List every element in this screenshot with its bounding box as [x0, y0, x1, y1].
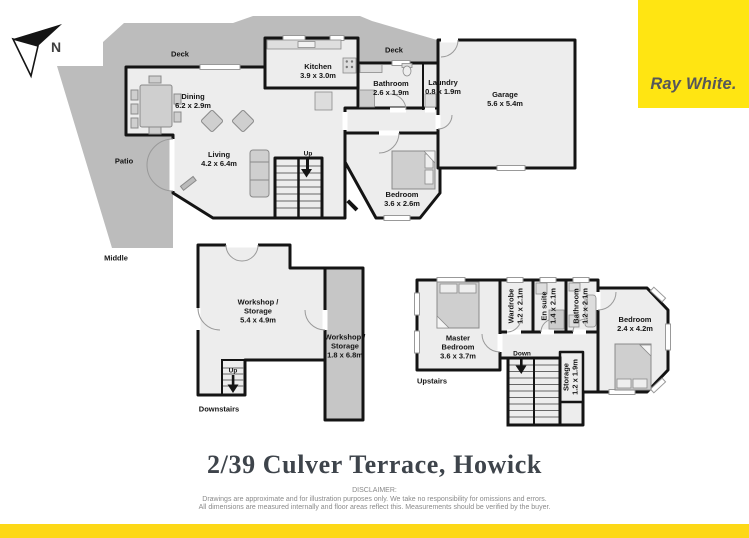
ray-white-logo-text: Ray White.	[650, 75, 737, 93]
disclaimer: DISCLAIMER: Drawings are approximate and…	[0, 487, 749, 512]
disclaimer-line: All dimensions are measured internally a…	[198, 504, 551, 511]
workshop-side-room	[323, 266, 365, 422]
middle-doors	[146, 37, 459, 212]
deck-right-label: Deck	[385, 45, 403, 55]
dining-label: Dining 6.2 x 2.9m	[175, 92, 211, 110]
bed-icon	[391, 150, 436, 190]
disclaimer-line: Drawings are approximate and for illustr…	[202, 496, 547, 503]
bed-icon	[614, 343, 652, 391]
storage-label: Storage 1.2 x 1.9m	[561, 359, 580, 395]
armchair-icon	[232, 110, 254, 132]
sofa-icon	[249, 149, 270, 198]
kitchen-label: Kitchen 3.9 x 3.0m	[300, 62, 336, 80]
down-label: Down	[513, 350, 531, 358]
bedroom2-label: Bedroom 2.4 x 4.2m	[617, 315, 653, 333]
up-label: Up	[303, 150, 313, 158]
footer-accent-bar	[0, 524, 749, 538]
living-label: Living 4.2 x 6.4m	[201, 150, 237, 168]
downstairs-floor-label: Downstairs	[198, 404, 240, 414]
bathroom-fixtures-icon	[359, 63, 413, 108]
north-arrow-icon	[11, 24, 62, 79]
kitchen-bench-icon	[266, 39, 357, 111]
north-label: N	[50, 39, 62, 55]
dining-table-icon	[130, 75, 182, 135]
downstairs-doors	[195, 242, 328, 331]
entry-door-blade	[346, 199, 359, 212]
ensuite-fixtures-icon	[535, 282, 565, 330]
workshop-main-label: Workshop / Storage 5.4 x 4.9m	[237, 297, 279, 325]
deck-area	[103, 16, 437, 67]
up-label: Up	[228, 367, 238, 375]
middle-floor-label: Middle	[104, 253, 128, 263]
patio-area	[57, 66, 173, 248]
upstairs-floor-label: Upstairs	[416, 376, 448, 386]
property-address-title: 2/39 Culver Terrace, Howick	[207, 450, 542, 479]
upstairs-windows	[414, 277, 671, 395]
laundry-tub-icon	[424, 93, 437, 108]
garage-room	[436, 38, 577, 170]
fireplace-icon	[179, 175, 197, 191]
deck-left-label: Deck	[171, 49, 189, 59]
middle-windows	[199, 35, 526, 221]
middle-outdoor-areas	[57, 16, 437, 248]
downstairs-stairs-icon	[221, 359, 246, 396]
patio-label: Patio	[114, 156, 134, 166]
laundry-label: Laundry 0.8 x 1.9m	[425, 78, 461, 96]
downstairs-floor-plan	[196, 243, 365, 422]
disclaimer-heading: DISCLAIMER:	[352, 487, 397, 494]
workshop-side-label: Workshop / Storage 1.8 x 6.8m	[324, 332, 366, 360]
master-bed-icon	[436, 281, 480, 329]
master-bedroom-label: Master Bedroom 3.6 x 3.7m	[440, 333, 476, 361]
ensuite-label: En suite 1.4 x 2.1m	[539, 288, 558, 324]
upstairs-stairs-icon	[506, 356, 562, 427]
garage-label: Garage 5.6 x 5.4m	[487, 90, 523, 108]
bathroom-fixtures-icon	[568, 282, 597, 328]
bathroom2-label: Bathroom 1.2 x 2.1m	[571, 288, 590, 324]
middle-furniture	[130, 39, 437, 198]
ray-white-logo: Ray White.	[638, 0, 749, 108]
bedroom-label: Bedroom 3.6 x 2.6m	[384, 190, 420, 208]
bathroom-label: Bathroom 2.6 x 1.9m	[373, 79, 409, 97]
wardrobe-label: Wardrobe 1.2 x 2.1m	[506, 288, 525, 324]
armchair-icon	[201, 110, 223, 132]
upstairs-doors	[481, 291, 617, 353]
stairs-up-icon	[276, 158, 321, 217]
upstairs-furniture	[436, 281, 652, 391]
